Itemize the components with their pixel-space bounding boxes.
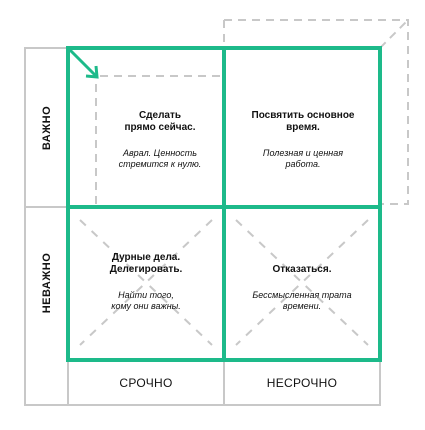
dashed-cross-right <box>235 219 369 346</box>
dashed-cross-left <box>79 219 213 346</box>
dashed-inner-frame <box>95 75 222 206</box>
quadrant-description: Найти того, кому они важны. <box>111 290 181 311</box>
quadrant-top-left: Сделать прямо сейчас. Аврал. Ценность ст… <box>96 110 224 170</box>
row-label-important: ВАЖНО <box>41 105 53 151</box>
quadrant-description: Бессмысленная трата времени. <box>252 290 352 311</box>
quadrant-title: Посвятить основное время. <box>251 110 355 133</box>
quadrant-title: Дурные дела. Делегировать. <box>109 252 183 275</box>
outer-frame <box>24 47 381 406</box>
green-grid <box>66 46 382 362</box>
dashed-back-frame <box>223 19 409 205</box>
row-label-not-important: НЕВАЖНО <box>41 252 53 314</box>
column-label-urgent: СРОЧНО <box>119 376 173 390</box>
quadrant-description: Аврал. Ценность стремится к нулю. <box>118 148 202 169</box>
arrow-icon <box>68 48 99 79</box>
quadrant-description: Полезная и ценная работа. <box>262 148 344 169</box>
quadrant-top-right: Посвятить основное время. Полезная и цен… <box>228 110 378 170</box>
quadrant-title: Сделать прямо сейчас. <box>124 110 196 133</box>
quadrant-title: Отказаться. <box>272 264 332 275</box>
quadrant-bottom-left: Дурные дела. Делегировать. Найти того, к… <box>78 252 214 312</box>
quadrant-bottom-right: Отказаться. Бессмысленная трата времени. <box>232 264 372 312</box>
column-label-not-urgent: НЕСРОЧНО <box>266 376 338 390</box>
